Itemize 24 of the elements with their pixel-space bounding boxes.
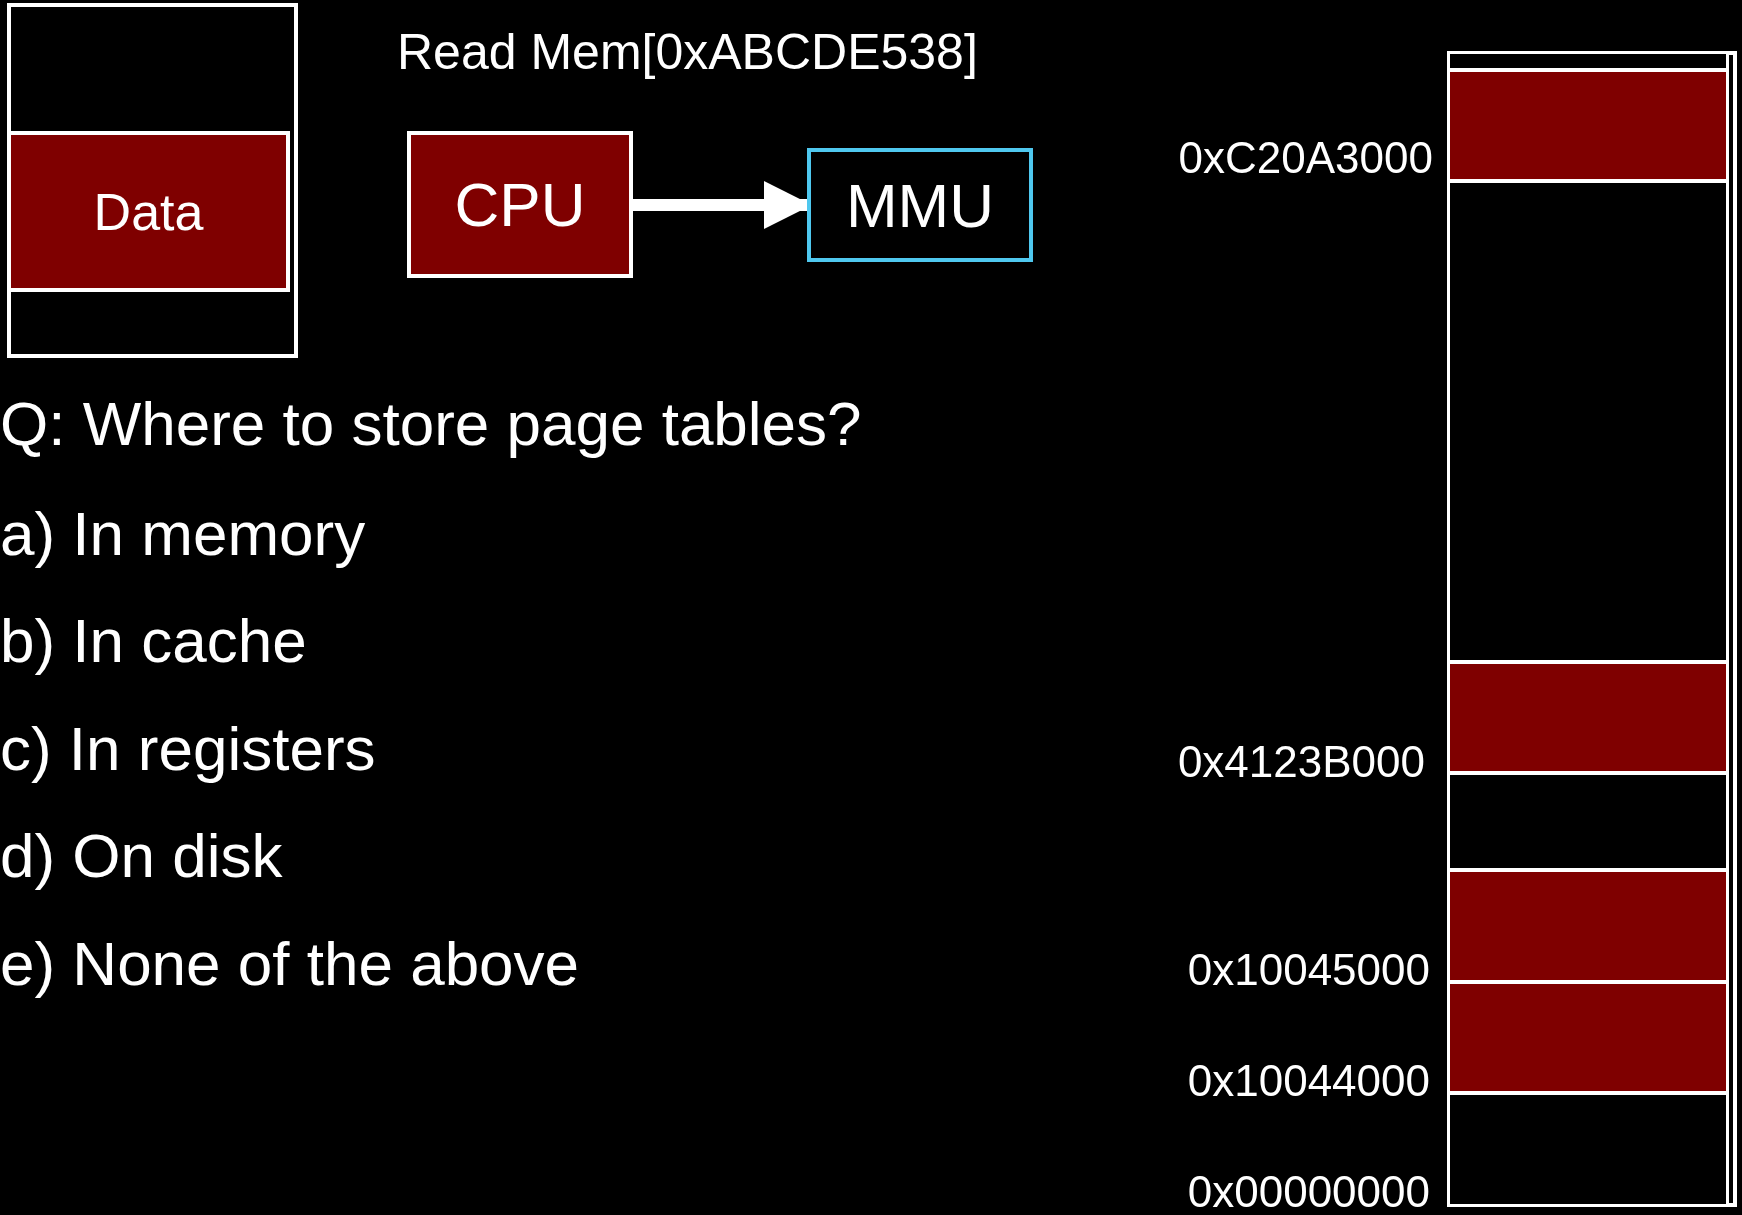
address-label: 0xC20A3000 <box>1178 134 1433 183</box>
mmu-box: MMU <box>807 148 1033 262</box>
memory-block <box>1447 180 1729 663</box>
address-label: 0x00000000 <box>1187 1168 1430 1215</box>
address-label: 0x4123B000 <box>1177 738 1425 787</box>
answer-option: b) In cache <box>0 607 307 676</box>
memory-stack-box <box>7 3 298 358</box>
memory-block <box>1447 772 1729 871</box>
memory-block <box>1447 51 1729 71</box>
memory-page-block <box>1447 869 1729 983</box>
memory-page-block <box>1447 981 1729 1094</box>
answer-option: e) None of the above <box>0 930 580 999</box>
address-label: 0x10045000 <box>1187 946 1430 995</box>
instruction-text: Read Mem[0xABCDE538] <box>397 25 978 80</box>
memory-block <box>1447 1092 1729 1207</box>
memory-column <box>1447 51 1737 1207</box>
cpu-box: CPU <box>407 131 633 278</box>
question-text: Q: Where to store page tables? <box>0 390 862 459</box>
answer-option: a) In memory <box>0 500 366 569</box>
answer-option: d) On disk <box>0 822 283 891</box>
answer-option: c) In registers <box>0 715 376 784</box>
memory-page-block <box>1447 69 1729 182</box>
address-label: 0x10044000 <box>1187 1057 1430 1106</box>
memory-page-block <box>1447 661 1729 774</box>
